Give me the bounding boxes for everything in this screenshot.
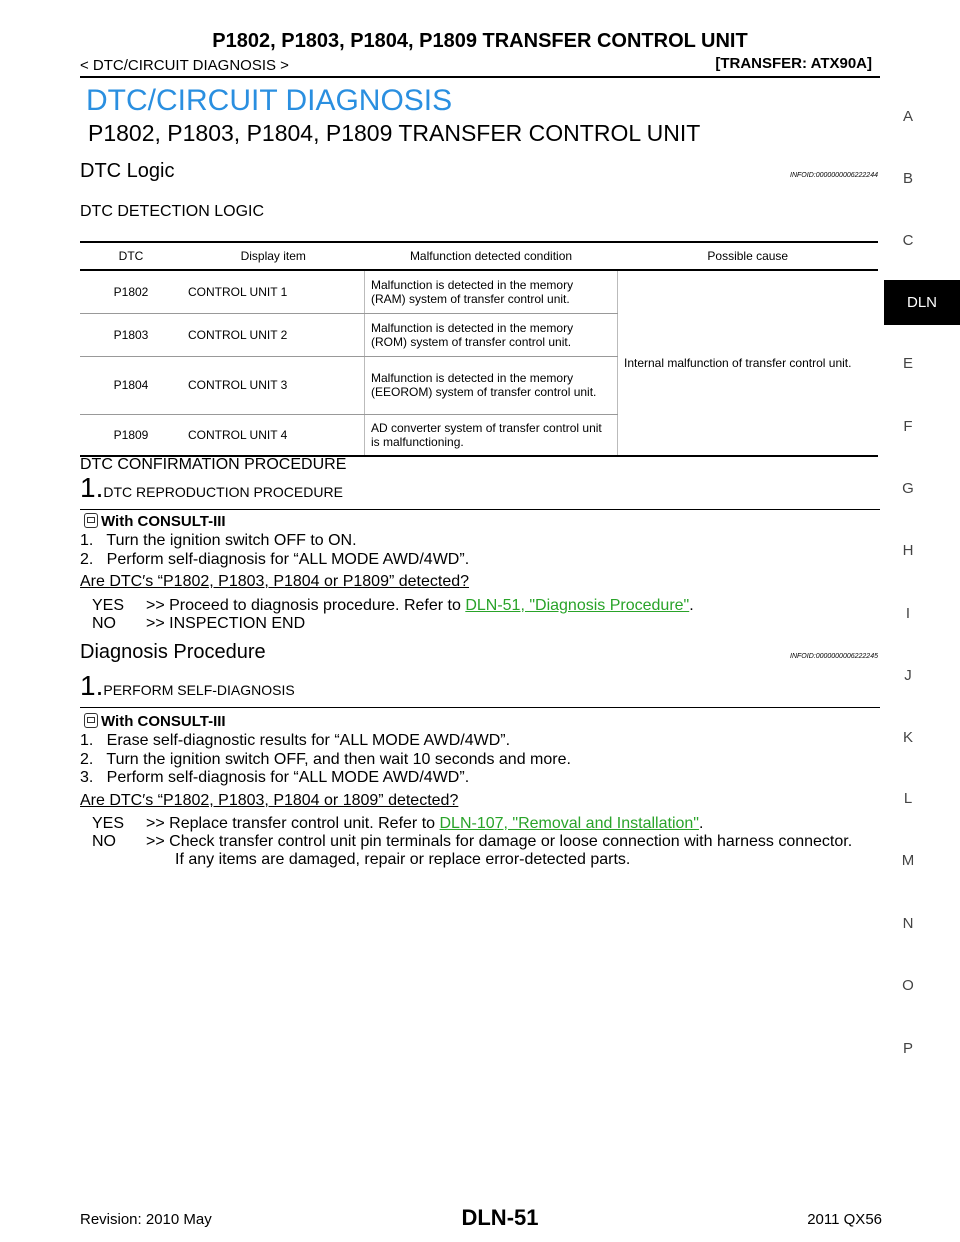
dtc-detection-logic-heading: DTC DETECTION LOGIC: [80, 203, 265, 220]
page-number: DLN-51: [461, 1205, 539, 1230]
header-model-label: [TRANSFER: ATX90A]: [715, 55, 872, 72]
step-heading: 1.PERFORM SELF-DIAGNOSIS: [80, 670, 295, 702]
step-label: DTC REPRODUCTION PROCEDURE: [103, 484, 343, 500]
display-item: CONTROL UNIT 2: [182, 313, 365, 357]
table-row: P1809 CONTROL UNIT 4 AD converter system…: [80, 414, 878, 457]
consult-label: With CONSULT-III: [101, 713, 226, 730]
step-divider: [80, 707, 880, 708]
sidebar-index-l[interactable]: L: [903, 790, 913, 807]
malfunction-condition: Malfunction is detected in the memory (R…: [364, 313, 618, 357]
sidebar-index-b[interactable]: B: [902, 170, 913, 187]
dtc-logic-heading: DTC Logic: [80, 160, 175, 182]
reference-link[interactable]: DLN-107, "Removal and Installation": [439, 815, 699, 832]
procedure-line: 1. Turn the ignition switch OFF to ON.: [80, 532, 357, 549]
malfunction-condition: Malfunction is detected in the memory (R…: [364, 270, 618, 314]
answer-text: >> INSPECTION END: [146, 615, 306, 632]
dtc-code: P1803: [80, 313, 182, 357]
step-heading: 1.DTC REPRODUCTION PROCEDURE: [80, 472, 343, 504]
consult-icon: [84, 713, 98, 728]
diagnosis-infoid: INFOID:0000000006222245: [790, 653, 878, 660]
dtc-code: P1802: [80, 270, 182, 314]
procedure-line: 3. Perform self-diagnosis for “ALL MODE …: [80, 769, 470, 786]
dtc-logic-infoid: INFOID:0000000006222244: [790, 172, 878, 179]
step-number: 1.: [80, 472, 104, 503]
sidebar-index-h[interactable]: H: [902, 542, 914, 559]
consult-label: With CONSULT-III: [101, 513, 226, 530]
page-header-title: P1802, P1803, P1804, P1809 TRANSFER CONT…: [212, 30, 748, 52]
answer-tail: .: [689, 597, 694, 614]
malfunction-condition: AD converter system of transfer control …: [364, 414, 618, 457]
answer-text: >> Proceed to diagnosis procedure. Refer…: [146, 597, 466, 614]
reference-link[interactable]: DLN-51, "Diagnosis Procedure": [465, 597, 690, 614]
question-text: Are DTC′s “P1802, P1803, P1804 or P1809”…: [80, 573, 470, 590]
procedure-line: 2. Perform self-diagnosis for “ALL MODE …: [80, 551, 470, 568]
answer-tail: .: [698, 815, 704, 832]
sidebar-index-g[interactable]: G: [902, 480, 914, 497]
display-item: CONTROL UNIT 4: [182, 414, 365, 457]
column-header: DTC: [80, 241, 182, 271]
column-header: Malfunction detected condition: [364, 241, 618, 271]
display-item: CONTROL UNIT 3: [182, 356, 365, 415]
column-header: Possible cause: [617, 241, 878, 271]
sidebar-index-f[interactable]: F: [903, 418, 913, 435]
sidebar-index-i[interactable]: I: [905, 605, 911, 622]
sidebar-index-j[interactable]: J: [904, 667, 912, 684]
sidebar-index-p[interactable]: P: [902, 1040, 913, 1057]
consult-note: With CONSULT-III: [84, 713, 226, 730]
no-answer: NO >> Check transfer control unit pin ter…: [92, 833, 852, 851]
sidebar-index-m[interactable]: M: [901, 852, 915, 869]
malfunction-condition: Malfunction is detected in the memory (E…: [364, 356, 618, 415]
no-answer-continued: If any items are damaged, repair or repl…: [175, 851, 631, 868]
sidebar-index-o[interactable]: O: [902, 977, 914, 994]
section-title: DTC/CIRCUIT DIAGNOSIS: [86, 84, 453, 117]
dtc-table: DTC Display item Malfunction detected co…: [80, 241, 878, 457]
no-answer: NO >> INSPECTION END: [92, 615, 305, 633]
page-title: P1802, P1803, P1804, P1809 TRANSFER CONT…: [88, 120, 701, 146]
dtc-code: P1804: [80, 356, 182, 415]
procedure-line: 1. Erase self-diagnostic results for “AL…: [80, 732, 511, 749]
answer-key: YES: [92, 815, 125, 832]
sidebar-index-a[interactable]: A: [902, 108, 913, 125]
display-item: CONTROL UNIT 1: [182, 270, 365, 314]
step-number: 1.: [80, 670, 104, 701]
yes-answer: YES >> Replace transfer control unit. Ref…: [92, 815, 703, 833]
answer-key: NO: [92, 615, 116, 632]
dtc-code: P1809: [80, 414, 182, 457]
answer-text: >> Check transfer control unit pin termi…: [146, 833, 853, 850]
answer-key: YES: [92, 597, 125, 614]
answer-text: >> Replace transfer control unit. Refer …: [146, 815, 440, 832]
consult-icon: [84, 513, 98, 528]
procedure-line: 2. Turn the ignition switch OFF, and the…: [80, 751, 571, 768]
consult-note: With CONSULT-III: [84, 513, 226, 530]
table-row: P1803 CONTROL UNIT 2 Malfunction is dete…: [80, 313, 878, 357]
sidebar-index-k[interactable]: K: [902, 729, 913, 746]
diagnosis-procedure-heading: Diagnosis Procedure: [80, 641, 266, 663]
sidebar-index-c[interactable]: C: [902, 232, 914, 249]
yes-answer: YES >> Proceed to diagnosis procedure. Re…: [92, 597, 694, 615]
breadcrumb: < DTC/CIRCUIT DIAGNOSIS >: [80, 57, 289, 74]
answer-key: NO: [92, 833, 116, 850]
sidebar-index-n[interactable]: N: [902, 915, 914, 932]
sidebar-index-e[interactable]: E: [902, 355, 913, 372]
dtc-confirmation-heading: DTC CONFIRMATION PROCEDURE: [80, 456, 347, 473]
table-row: P1804 CONTROL UNIT 3 Malfunction is dete…: [80, 356, 878, 415]
step-label: PERFORM SELF-DIAGNOSIS: [103, 682, 295, 698]
footer-model: 2011 QX56: [807, 1211, 882, 1228]
header-divider: [80, 76, 880, 78]
question-text: Are DTC′s “P1802, P1803, P1804 or 1809” …: [80, 792, 459, 809]
table-row: P1802 CONTROL UNIT 1 Malfunction is dete…: [80, 270, 878, 457]
possible-cause: Internal malfunction of transfer control…: [617, 270, 878, 457]
column-header: Display item: [182, 241, 365, 271]
table-header-row: DTC Display item Malfunction detected co…: [80, 241, 878, 271]
footer-revision: Revision: 2010 May: [80, 1211, 212, 1228]
sidebar-index-dln-active[interactable]: DLN: [884, 280, 960, 325]
step-divider: [80, 509, 880, 510]
